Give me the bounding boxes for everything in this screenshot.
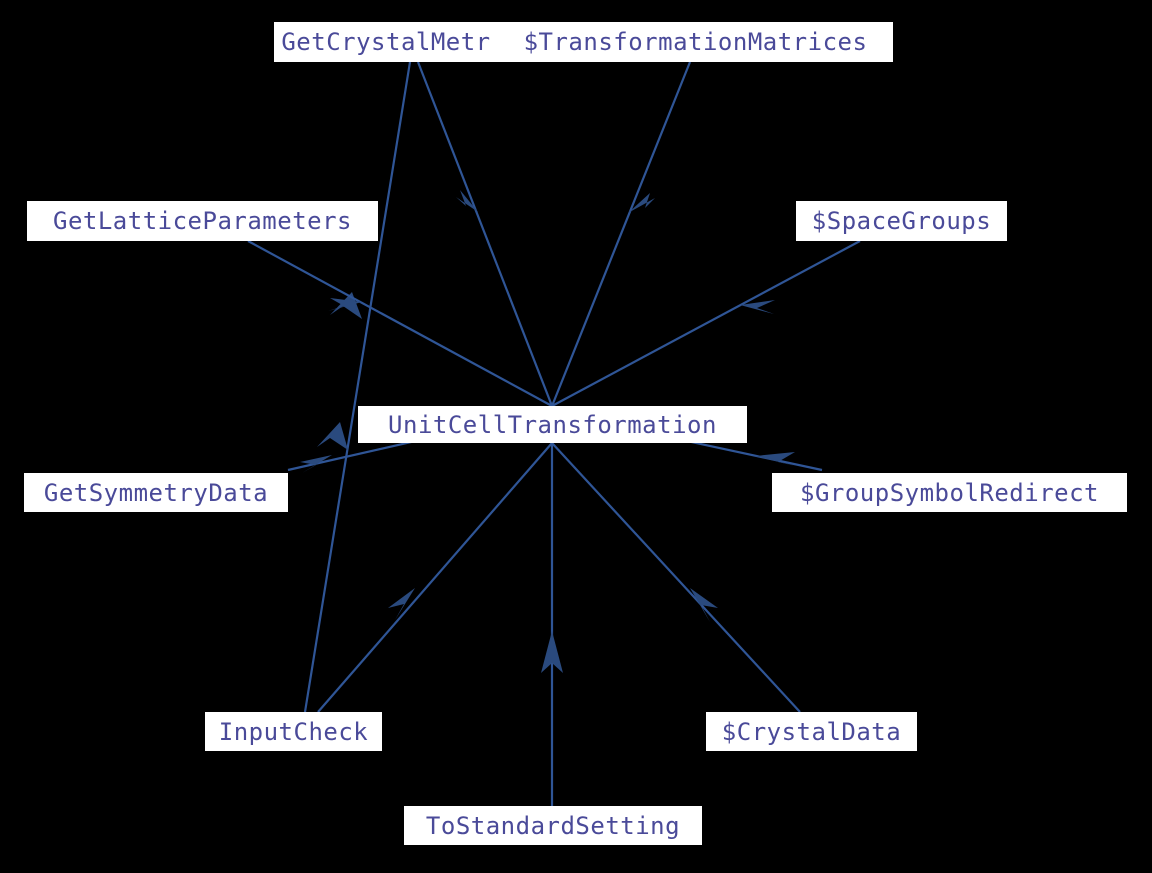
node-label: InputCheck bbox=[218, 717, 369, 746]
node-inputcheck[interactable]: InputCheck bbox=[205, 712, 382, 751]
node-label: GetLatticeParameters bbox=[53, 207, 352, 235]
node-label: ToStandardSetting bbox=[425, 811, 681, 840]
node-tostandardsetting[interactable]: ToStandardSetting bbox=[404, 806, 702, 845]
edge-getcrystalmetr bbox=[303, 61, 412, 713]
edge-tostandardsetting bbox=[541, 443, 563, 806]
edge-getcrystalmetr-center bbox=[416, 61, 554, 407]
edge-transformationmatrices bbox=[550, 61, 692, 407]
node-spacegroups[interactable]: $SpaceGroups bbox=[796, 201, 1007, 241]
node-label: GetCrystalMetr bbox=[281, 28, 491, 56]
node-label: $CrystalData bbox=[721, 717, 902, 746]
node-unitcelltransformation[interactable]: UnitCellTransformation bbox=[358, 406, 747, 443]
node-label: UnitCellTransformation bbox=[388, 410, 717, 439]
node-label: GetSymmetryData bbox=[43, 478, 269, 507]
node-crystaldata[interactable]: $CrystalData bbox=[706, 712, 917, 751]
edge-inputcheck bbox=[317, 442, 553, 713]
node-transformationmatrices[interactable]: $TransformationMatrices bbox=[498, 22, 893, 62]
edge-getlatticeparameters bbox=[247, 240, 553, 407]
node-getsymmetrydata[interactable]: GetSymmetryData bbox=[24, 473, 288, 512]
edge-spacegroups bbox=[551, 240, 861, 407]
edge-crystaldata bbox=[551, 442, 801, 713]
node-label: $SpaceGroups bbox=[811, 207, 992, 235]
node-getlatticeparameters[interactable]: GetLatticeParameters bbox=[27, 201, 378, 241]
node-label: $TransformationMatrices bbox=[523, 28, 868, 56]
node-getcrystalmetr[interactable]: GetCrystalMetr bbox=[274, 22, 498, 62]
node-groupsymbolredirect[interactable]: $GroupSymbolRedirect bbox=[772, 473, 1127, 512]
node-label: $GroupSymbolRedirect bbox=[800, 478, 1099, 507]
